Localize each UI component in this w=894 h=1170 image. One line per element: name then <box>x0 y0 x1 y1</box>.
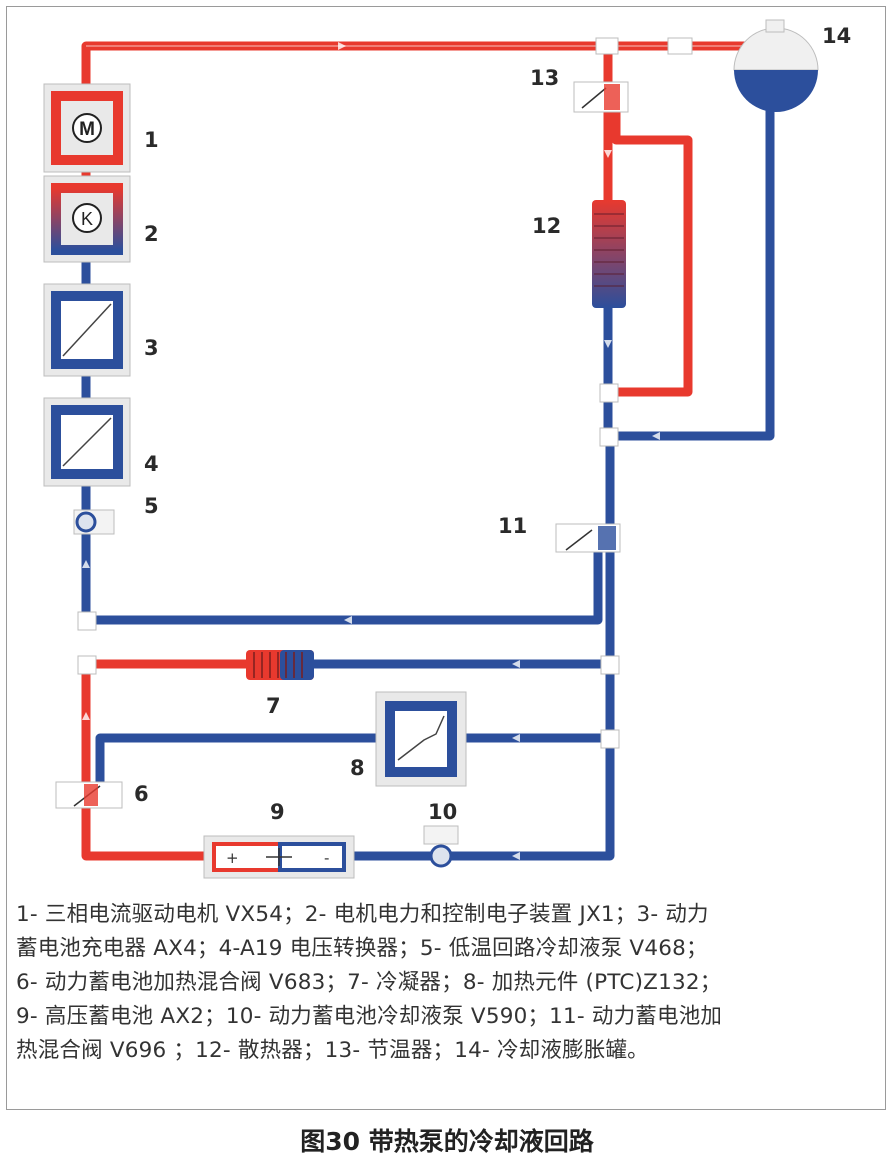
pipe-hot-top <box>81 41 765 87</box>
label-3: 3 <box>144 336 159 360</box>
component-1-motor: M <box>43 83 131 173</box>
component-11-valve <box>555 523 621 553</box>
junction-left-620 <box>77 611 97 631</box>
motor-symbol-icon <box>72 113 102 143</box>
pump-icon <box>75 511 97 533</box>
junctions <box>77 37 693 749</box>
component-7-condenser <box>246 650 314 680</box>
component-3-charger <box>43 283 131 377</box>
battery-plus: + <box>226 849 239 867</box>
tank-bottom <box>734 70 818 112</box>
valve-11-icon <box>565 529 593 551</box>
ptc-curve-icon <box>397 715 445 761</box>
arrow-rad-cold <box>604 340 612 348</box>
label-9: 9 <box>270 800 285 824</box>
pipe-hot-bypass <box>609 105 693 397</box>
arrow-hot-up <box>82 712 90 720</box>
arrow-tank <box>652 432 660 440</box>
junction-radiator-bottom <box>599 383 619 403</box>
component-6-valve <box>55 781 123 809</box>
arrow-cond <box>512 660 520 668</box>
label-4: 4 <box>144 452 159 476</box>
pump-icon <box>429 844 453 868</box>
pipe-cold-cross-11 <box>81 543 603 625</box>
component-2-electronics: K <box>43 175 131 263</box>
legend-line: 6- 动力蓄电池加热混合阀 V683；7- 冷凝器；8- 加热元件 (PTC)Z… <box>16 970 722 995</box>
converter-diagonal-icon <box>62 303 112 357</box>
junction-right-664 <box>600 655 620 675</box>
arrow-left-up <box>82 560 90 568</box>
component-5-pump <box>73 509 115 535</box>
legend-line: 蓄电池充电器 AX4；4-A19 电压转换器；5- 低温回路冷却液泵 V468； <box>16 936 708 961</box>
legend-line: 9- 高压蓄电池 AX2；10- 动力蓄电池冷却液泵 V590；11- 动力蓄电… <box>16 1004 723 1029</box>
legend-line: 1- 三相电流驱动电机 VX54；2- 电机电力和控制电子装置 JX1；3- 动… <box>16 902 709 927</box>
label-5: 5 <box>144 494 159 518</box>
thermostat-icon <box>581 87 607 109</box>
label-2: 2 <box>144 222 159 246</box>
junction-right-738 <box>600 729 620 749</box>
tank-top <box>733 27 819 71</box>
label-11: 11 <box>498 514 528 538</box>
label-13: 13 <box>530 66 560 90</box>
label-14: 14 <box>822 24 852 48</box>
battery-minus: - <box>324 849 329 867</box>
pipe-cold-tank-return <box>609 107 775 441</box>
label-6: 6 <box>134 782 149 806</box>
junction-left-664 <box>77 655 97 675</box>
figure-frame <box>6 6 886 1110</box>
component-8-ptc <box>375 691 467 787</box>
junction-top-13 <box>595 37 619 55</box>
component-9-battery: + - <box>203 835 355 879</box>
label-8: 8 <box>350 756 365 780</box>
junction-tank-return <box>599 427 619 447</box>
arrow-top <box>338 42 346 50</box>
arrow-bat <box>512 852 520 860</box>
flow-arrows <box>82 42 660 860</box>
converter-diagonal-icon <box>62 417 112 467</box>
legend: 1- 三相电流驱动电机 VX54；2- 电机电力和控制电子装置 JX1；3- 动… <box>16 898 874 1068</box>
label-10: 10 <box>428 800 458 824</box>
arrow-ptc <box>512 734 520 742</box>
component-14-tank <box>733 19 819 112</box>
label-12: 12 <box>532 214 562 238</box>
pipe-cold-battery-right <box>345 435 615 861</box>
component-4-converter <box>43 397 131 487</box>
battery-cell-icon <box>266 848 292 866</box>
label-1: 1 <box>144 128 159 152</box>
legend-line: 热混合阀 V696 ；12- 散热器；13- 节温器；14- 冷却液膨胀罐。 <box>16 1038 649 1063</box>
electronics-symbol: K <box>81 209 93 229</box>
junction-top-sensor <box>667 37 693 55</box>
label-7: 7 <box>266 694 281 718</box>
component-12-radiator <box>592 200 626 308</box>
coolant-circuit-diagram: M K <box>43 19 819 879</box>
component-10-pump <box>423 825 459 868</box>
component-13-thermostat <box>573 81 629 113</box>
figure-caption: 图30 带热泵的冷却液回路 <box>300 1127 594 1156</box>
electronics-symbol-icon <box>72 203 102 233</box>
pipe-hot-to-battery <box>81 795 213 861</box>
arrow-rad-down <box>604 150 612 158</box>
pipe-cold-ptc-left <box>95 733 385 795</box>
motor-symbol: M <box>79 119 95 140</box>
arrow-cross <box>344 616 352 624</box>
